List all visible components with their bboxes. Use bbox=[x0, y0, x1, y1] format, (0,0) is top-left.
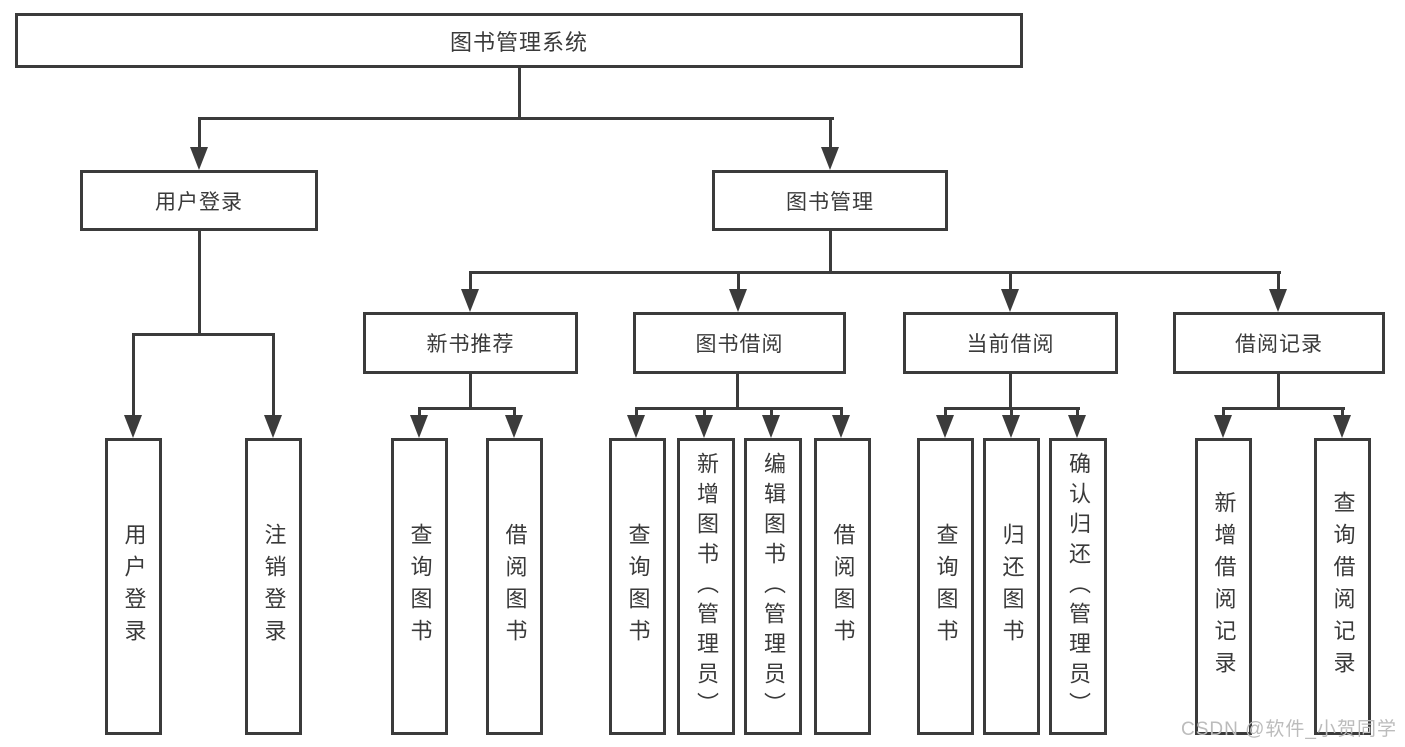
connector-borrow-records-split bbox=[1222, 407, 1345, 410]
connector-book-management-branch-line bbox=[469, 271, 1281, 274]
connector-book-management-down bbox=[829, 231, 832, 274]
node-leaf-borrow-books-2: 借阅图书 bbox=[814, 438, 871, 735]
connector-stub bbox=[1076, 407, 1079, 418]
node-leaf-borrow-books-1: 借阅图书 bbox=[486, 438, 543, 735]
connector-to-new-book-recommend bbox=[469, 271, 472, 292]
arrow-down-icon bbox=[1068, 415, 1086, 438]
arrow-down-icon bbox=[264, 415, 282, 438]
arrow-down-icon bbox=[729, 289, 747, 312]
connector-to-current-borrow bbox=[1009, 271, 1012, 292]
connector-stub bbox=[703, 407, 706, 418]
arrow-down-icon bbox=[936, 415, 954, 438]
node-new-book-recommend: 新书推荐 bbox=[363, 312, 578, 374]
connector-to-borrow-records bbox=[1277, 271, 1280, 292]
arrow-down-icon bbox=[1001, 289, 1019, 312]
node-borrow-records: 借阅记录 bbox=[1173, 312, 1385, 374]
node-book-borrow: 图书借阅 bbox=[633, 312, 846, 374]
connector-stub bbox=[840, 407, 843, 418]
arrow-down-icon bbox=[821, 147, 839, 170]
node-leaf-query-books-2: 查询图书 bbox=[609, 438, 666, 735]
arrow-down-icon bbox=[695, 415, 713, 438]
connector-root-branch-line bbox=[198, 117, 834, 120]
arrow-down-icon bbox=[505, 415, 523, 438]
node-book-management: 图书管理 bbox=[712, 170, 948, 231]
connector-stub bbox=[1341, 407, 1344, 418]
connector-stub bbox=[1222, 407, 1225, 418]
connector-new-book-recommend-split bbox=[418, 407, 516, 410]
connector-stub bbox=[513, 407, 516, 418]
node-leaf-query-borrow-record: 查询借阅记录 bbox=[1314, 438, 1371, 735]
node-leaf-logout: 注销登录 bbox=[245, 438, 302, 735]
node-user-login: 用户登录 bbox=[80, 170, 318, 231]
arrow-down-icon bbox=[461, 289, 479, 312]
connector-root-trunk bbox=[518, 68, 521, 119]
connector-to-user-login bbox=[198, 117, 201, 149]
connector-to-leaf-logout bbox=[272, 333, 275, 416]
connector-stub bbox=[635, 407, 638, 418]
connector-to-leaf-user-login bbox=[132, 333, 135, 416]
connector-current-borrow-down bbox=[1009, 374, 1012, 410]
connector-user-login-split bbox=[132, 333, 275, 336]
arrow-down-icon bbox=[1214, 415, 1232, 438]
node-leaf-query-books-1: 查询图书 bbox=[391, 438, 448, 735]
node-leaf-confirm-return-admin: 确认归还（管理员） bbox=[1049, 438, 1107, 735]
arrow-down-icon bbox=[1333, 415, 1351, 438]
connector-stub bbox=[1010, 407, 1013, 418]
connector-book-borrow-split bbox=[635, 407, 843, 410]
connector-new-book-recommend-down bbox=[469, 374, 472, 410]
node-current-borrow: 当前借阅 bbox=[903, 312, 1118, 374]
arrow-down-icon bbox=[190, 147, 208, 170]
connector-stub bbox=[770, 407, 773, 418]
arrow-down-icon bbox=[410, 415, 428, 438]
node-leaf-add-book-admin: 新增图书（管理员） bbox=[677, 438, 735, 735]
arrow-down-icon bbox=[124, 415, 142, 438]
arrow-down-icon bbox=[762, 415, 780, 438]
connector-book-borrow-down bbox=[736, 374, 739, 410]
connector-stub bbox=[418, 407, 421, 418]
connector-stub bbox=[944, 407, 947, 418]
arrow-down-icon bbox=[1002, 415, 1020, 438]
connector-user-login-down bbox=[198, 231, 201, 335]
node-leaf-query-books-3: 查询图书 bbox=[917, 438, 974, 735]
csdn-watermark: CSDN @软件_小贺同学 bbox=[1181, 719, 1397, 740]
node-leaf-return-books: 归还图书 bbox=[983, 438, 1040, 735]
node-library-management-system: 图书管理系统 bbox=[15, 13, 1023, 68]
node-leaf-edit-book-admin: 编辑图书（管理员） bbox=[744, 438, 802, 735]
connector-to-book-management bbox=[829, 117, 832, 149]
node-leaf-user-login: 用户登录 bbox=[105, 438, 162, 735]
arrow-down-icon bbox=[627, 415, 645, 438]
arrow-down-icon bbox=[832, 415, 850, 438]
connector-to-book-borrow bbox=[737, 271, 740, 292]
connector-borrow-records-down bbox=[1277, 374, 1280, 410]
arrow-down-icon bbox=[1269, 289, 1287, 312]
node-leaf-add-borrow-record: 新增借阅记录 bbox=[1195, 438, 1252, 735]
